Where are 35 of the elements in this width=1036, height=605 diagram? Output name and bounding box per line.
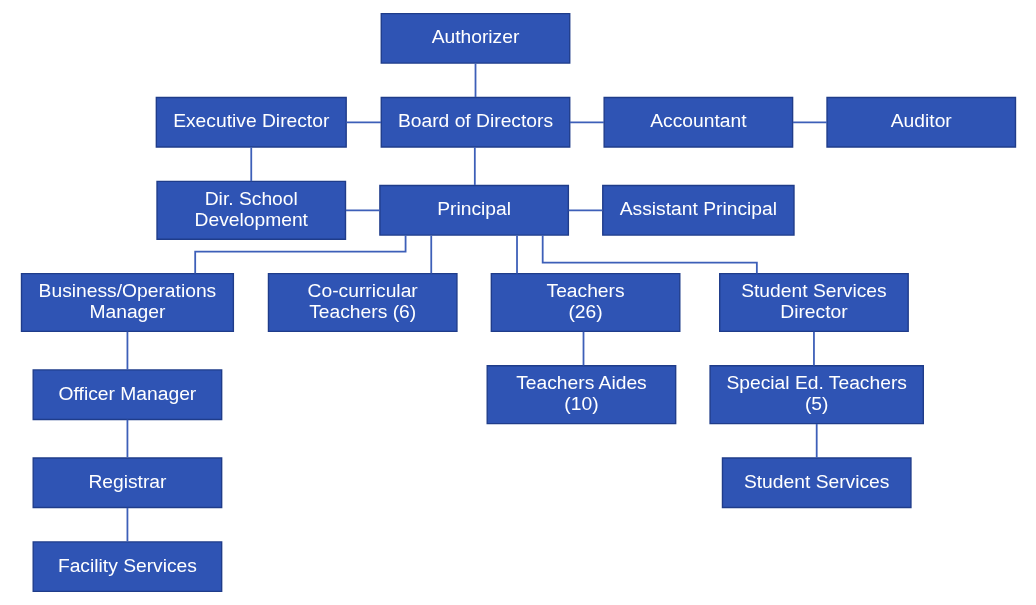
- node-box: Executive Director: [155, 96, 347, 148]
- node-box: Co-curricular Teachers (6): [267, 272, 458, 333]
- node-box: Board of Directors: [380, 96, 570, 148]
- node-box: Dir. School Development: [155, 180, 346, 240]
- connector: [473, 146, 476, 186]
- node-box: Accountant: [602, 96, 793, 148]
- node-box: Teachers (26): [490, 272, 680, 333]
- node-box: Assistant Principal: [601, 184, 795, 236]
- node-box: Auditor: [825, 96, 1016, 148]
- node-box: Officer Manager: [32, 369, 222, 421]
- node-box: Student Services Director: [718, 272, 909, 333]
- connector: [126, 330, 128, 371]
- connector: [815, 423, 818, 459]
- connector: [344, 209, 381, 212]
- node-box: Student Services: [721, 457, 912, 509]
- connector: [474, 62, 476, 98]
- node-box: Facility Services: [32, 541, 222, 593]
- connector: [582, 330, 584, 367]
- node-box: Business/Operations Manager: [20, 272, 234, 333]
- node-box: Teachers Aides (10): [486, 365, 676, 425]
- connector: [249, 146, 252, 183]
- connector: [812, 330, 815, 367]
- connector: [344, 121, 382, 124]
- connector: [567, 209, 603, 212]
- connector: [126, 418, 128, 459]
- node-box: Authorizer: [380, 12, 570, 64]
- node-box: Principal: [378, 184, 569, 236]
- connector: [126, 507, 128, 543]
- connector: [541, 234, 758, 275]
- node-box: Registrar: [32, 457, 222, 509]
- connector: [568, 121, 605, 124]
- connector: [429, 234, 432, 275]
- node-box: Special Ed. Teachers (5): [708, 365, 924, 425]
- connector: [515, 234, 518, 275]
- connector: [791, 121, 828, 124]
